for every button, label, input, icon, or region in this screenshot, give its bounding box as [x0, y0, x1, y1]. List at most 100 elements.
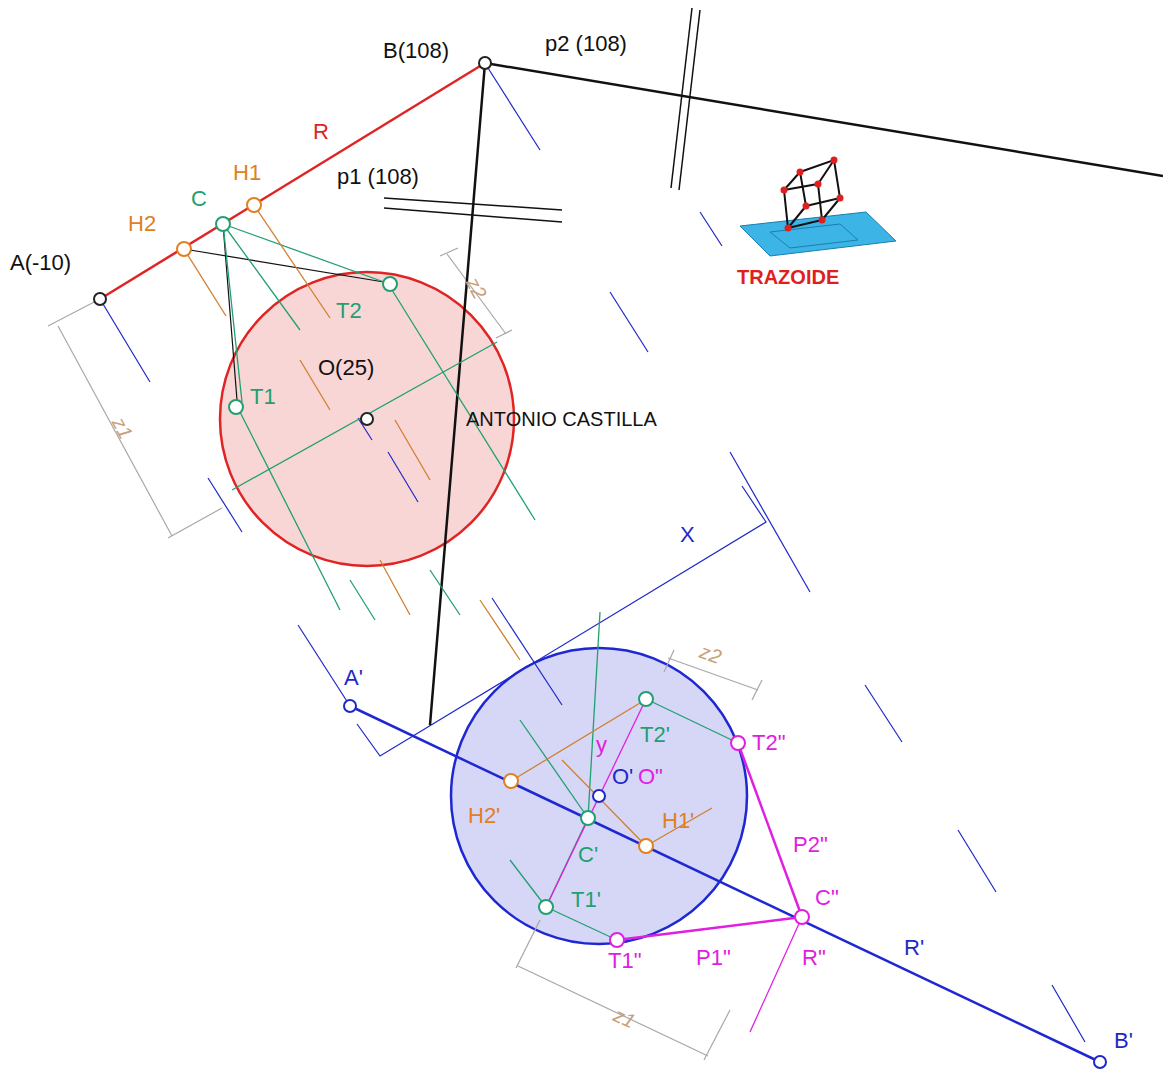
- plane-label: P1": [696, 947, 731, 969]
- drawing-stroke: [223, 224, 384, 282]
- drawing-stroke: [496, 330, 512, 338]
- drawing-stroke: [646, 808, 712, 846]
- drawing-stroke: [639, 839, 653, 853]
- drawing-stroke: [240, 412, 340, 610]
- projection-lines: [100, 68, 1085, 1042]
- point-label: T2": [752, 732, 785, 754]
- drawing-stroke: [361, 413, 373, 425]
- plane-label: p1 (108): [337, 166, 419, 188]
- projected-line: [350, 706, 1100, 1062]
- drawing-stroke: [546, 907, 617, 940]
- drawing-stroke: [479, 57, 491, 69]
- drawing-stroke: [344, 700, 356, 712]
- drawing-stroke: [738, 743, 802, 917]
- drawing-stroke: [480, 600, 520, 660]
- drawing-stroke: [298, 625, 350, 706]
- drawing-stroke: [392, 290, 535, 520]
- point-label: T1": [608, 950, 641, 972]
- drawing-stroke: [254, 205, 330, 318]
- drawing-stroke: [485, 63, 1163, 176]
- x-dimension: [357, 486, 766, 756]
- logo-cube: [740, 157, 896, 257]
- drawing-stroke: [208, 478, 242, 532]
- dimension-label: z1: [109, 414, 137, 442]
- point-label: C': [578, 844, 598, 866]
- drawing-stroke: [865, 685, 902, 742]
- drawing-stroke: [818, 160, 834, 184]
- drawing-stroke: [168, 508, 222, 538]
- drawing-stroke: [730, 452, 810, 592]
- drawing-stroke: [380, 560, 410, 615]
- dimension-label: z2: [463, 274, 491, 302]
- drawing-stroke: [48, 300, 98, 326]
- point-label: H2': [468, 805, 500, 827]
- drawing-stroke: [184, 249, 384, 282]
- drawing-stroke: [247, 198, 261, 212]
- drawing-stroke: [357, 486, 766, 756]
- drawing-stroke: [216, 217, 230, 231]
- drawing-stroke: [752, 680, 762, 700]
- drawing-stroke: [440, 248, 458, 256]
- point-label: T2': [640, 724, 670, 746]
- drawing-stroke: [350, 580, 375, 620]
- drawing-stroke: [788, 206, 806, 228]
- dimension-lines: [48, 248, 762, 1060]
- dimension-label: X: [680, 524, 695, 546]
- point-label: T1': [571, 889, 601, 911]
- drawing-stroke: [395, 420, 430, 480]
- point-label: H1': [662, 810, 694, 832]
- drawing-stroke: [639, 692, 653, 706]
- drawing-stroke: [177, 242, 191, 256]
- drawing-stroke: [430, 63, 485, 725]
- drawing-stroke: [831, 157, 838, 164]
- point-label: B(108): [383, 40, 449, 62]
- drawing-stroke: [679, 10, 700, 190]
- drawing-stroke: [58, 326, 172, 536]
- dimension-label: y: [596, 734, 607, 756]
- drawing-stroke: [518, 966, 708, 1056]
- drawing-stroke: [815, 181, 822, 188]
- drawing-stroke: [593, 790, 605, 802]
- drawing-stroke: [610, 933, 624, 947]
- plane-label: p2 (108): [545, 33, 627, 55]
- point-label: T2: [336, 300, 362, 322]
- author-label: ANTONIO CASTILLA: [466, 409, 657, 429]
- drawing-stroke: [740, 212, 896, 256]
- auxiliary-lines: [184, 8, 1163, 725]
- drawing-stroke: [100, 299, 150, 382]
- line-label: R': [904, 937, 924, 959]
- line-label: R: [313, 121, 329, 143]
- drawing-stroke: [488, 68, 540, 150]
- drawing-stroke: [184, 249, 226, 316]
- points: [94, 57, 1106, 1068]
- point-label: A': [344, 667, 363, 689]
- drawing-stroke: [223, 224, 237, 400]
- point-label: C: [191, 188, 207, 210]
- drawing-stroke: [1052, 985, 1085, 1042]
- logo-label: TRAZOIDE: [737, 267, 839, 287]
- point-label: R": [802, 947, 826, 969]
- drawing-stroke: [819, 217, 826, 224]
- point-label: O': [612, 766, 633, 788]
- drawing-stroke: [581, 811, 595, 825]
- drawing-stroke: [94, 293, 106, 305]
- drawing-stroke: [510, 860, 546, 907]
- drawing-stroke: [781, 187, 788, 194]
- drawing-stroke: [562, 760, 646, 846]
- drawing-stroke: [610, 292, 648, 352]
- drawing-stroke: [795, 910, 809, 924]
- point-label: B': [1114, 1030, 1133, 1052]
- drawing-stroke: [384, 198, 562, 210]
- tangent-planes: [546, 699, 802, 1032]
- drawing-stroke: [784, 160, 840, 228]
- drawing-stroke: [229, 400, 243, 414]
- drawing-stroke: [516, 920, 540, 968]
- drawing-stroke: [539, 900, 553, 914]
- drawing-stroke: [546, 699, 646, 907]
- drawing-stroke: [704, 1010, 730, 1060]
- tangent-lines: [223, 224, 738, 940]
- drawing-stroke: [384, 208, 562, 222]
- drawing-stroke: [383, 277, 397, 291]
- drawing-stroke: [837, 195, 844, 202]
